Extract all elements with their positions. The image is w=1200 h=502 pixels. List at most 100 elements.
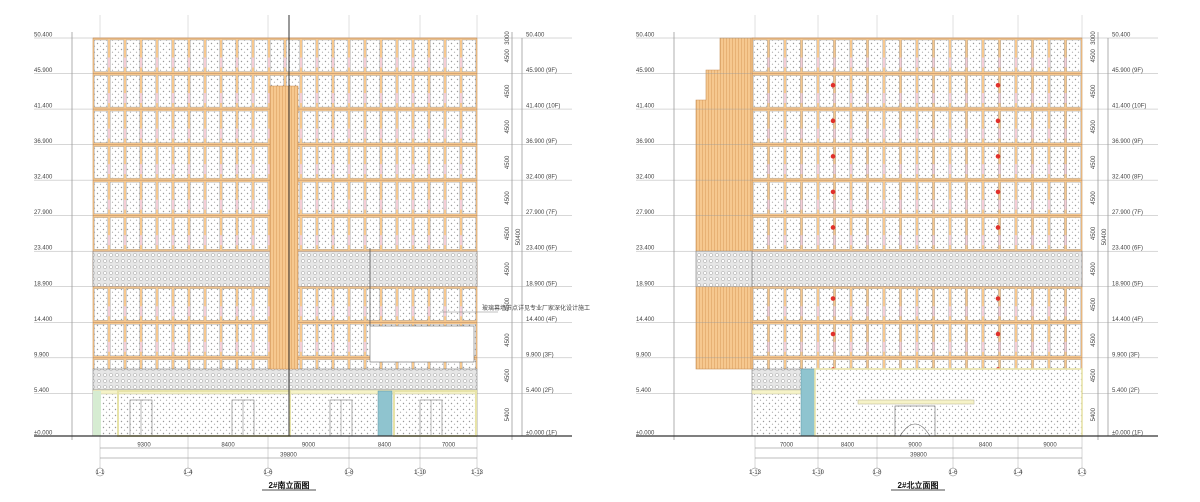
window-panel [125, 288, 140, 321]
window-panel [802, 324, 818, 357]
window-panel [318, 39, 333, 72]
window-panel [253, 39, 268, 72]
window-panel [835, 288, 851, 321]
window-panel [852, 181, 867, 214]
window-panel [109, 217, 124, 250]
window-panel [1017, 288, 1032, 321]
window-panel [382, 39, 397, 72]
window-panel [852, 217, 867, 250]
window-panel [1066, 181, 1081, 214]
window-panel [1049, 146, 1065, 179]
window-panel [1049, 288, 1065, 321]
window-panel [1049, 217, 1065, 250]
window-panel [109, 110, 124, 143]
window-panel [237, 217, 252, 250]
window-panel [318, 324, 333, 357]
window-panel [237, 39, 252, 72]
lattice-band [751, 250, 1083, 288]
window-panel [918, 146, 933, 179]
window-panel [237, 75, 252, 108]
window-panel [189, 75, 204, 108]
window-panel [141, 75, 156, 108]
axis-label: 1-13 [471, 470, 484, 476]
axis-label: 1-1 [1078, 470, 1087, 476]
elevation-label-right: 14.400 (4F) [526, 317, 557, 323]
elevation-label-left: 41.400 [34, 104, 53, 110]
window-panel [984, 288, 999, 321]
window-panel [93, 217, 108, 250]
window-panel [753, 288, 768, 321]
window-panel [868, 146, 884, 179]
core-strip [269, 85, 299, 370]
window-panel [819, 75, 834, 108]
window-panel [173, 324, 188, 357]
window-panel [1033, 181, 1048, 214]
axis-bubble [183, 467, 193, 477]
segment-dimension: 4500 [1091, 191, 1097, 205]
segment-dimension: 4500 [505, 84, 511, 98]
elevation-label-left: 23.400 [34, 246, 53, 252]
window-panel [1033, 75, 1048, 108]
segment-dimension: 4500 [1091, 333, 1097, 347]
red-marker [995, 118, 1001, 124]
window-panel [189, 110, 204, 143]
span-dimension: 8400 [841, 443, 855, 449]
window-panel [253, 324, 268, 357]
window-panel [157, 39, 172, 72]
elevation-label-right: 18.900 (5F) [526, 281, 557, 287]
window-panel [868, 181, 884, 214]
window-panel [1066, 39, 1081, 72]
window-panel [819, 146, 834, 179]
window-panel [109, 181, 124, 214]
window-panel [951, 110, 966, 143]
window-panel [350, 75, 365, 108]
window-panel [934, 217, 950, 250]
window-panel [868, 110, 884, 143]
window-panel [918, 217, 933, 250]
axis-label: 1-6 [264, 470, 273, 476]
window-panel [901, 324, 917, 357]
window-panel [205, 39, 220, 72]
window-panel [769, 324, 785, 357]
main-entrance [894, 405, 936, 437]
window-panel [430, 39, 445, 72]
window-panel [189, 181, 204, 214]
elevation-label-left: 50.400 [34, 33, 53, 39]
window-panel [984, 146, 999, 179]
elevation-label-left: 50.400 [636, 33, 655, 39]
segment-dimension: 5400 [1091, 407, 1097, 421]
window-panel [173, 217, 188, 250]
window-panel [302, 288, 317, 321]
window-panel [125, 110, 140, 143]
window-panel [918, 288, 933, 321]
window-panel [951, 288, 966, 321]
podium-edge [93, 391, 101, 436]
window-panel [868, 217, 884, 250]
window-panel [173, 288, 188, 321]
window-panel [786, 181, 801, 214]
window-panel [286, 39, 301, 72]
window-panel [109, 324, 124, 357]
blue-glass-strip [377, 390, 393, 437]
window-panel [382, 110, 397, 143]
blue-glass-strip [800, 368, 816, 437]
red-marker [995, 189, 1001, 195]
window-panel [1000, 217, 1016, 250]
window-panel [802, 181, 818, 214]
window-panel [253, 110, 268, 143]
window-panel [951, 217, 966, 250]
window-panel [951, 39, 966, 72]
window-panel [350, 110, 365, 143]
window-panel [221, 146, 236, 179]
window-panel [786, 39, 801, 72]
window-panel [141, 288, 156, 321]
window-panel [901, 39, 917, 72]
red-marker [830, 296, 836, 301]
span-dimension: 9000 [1043, 443, 1057, 449]
window-panel [253, 146, 268, 179]
segment-dimension: 4500 [1091, 297, 1097, 311]
window-panel [918, 324, 933, 357]
window-panel [382, 288, 397, 321]
window-panel [253, 217, 268, 250]
